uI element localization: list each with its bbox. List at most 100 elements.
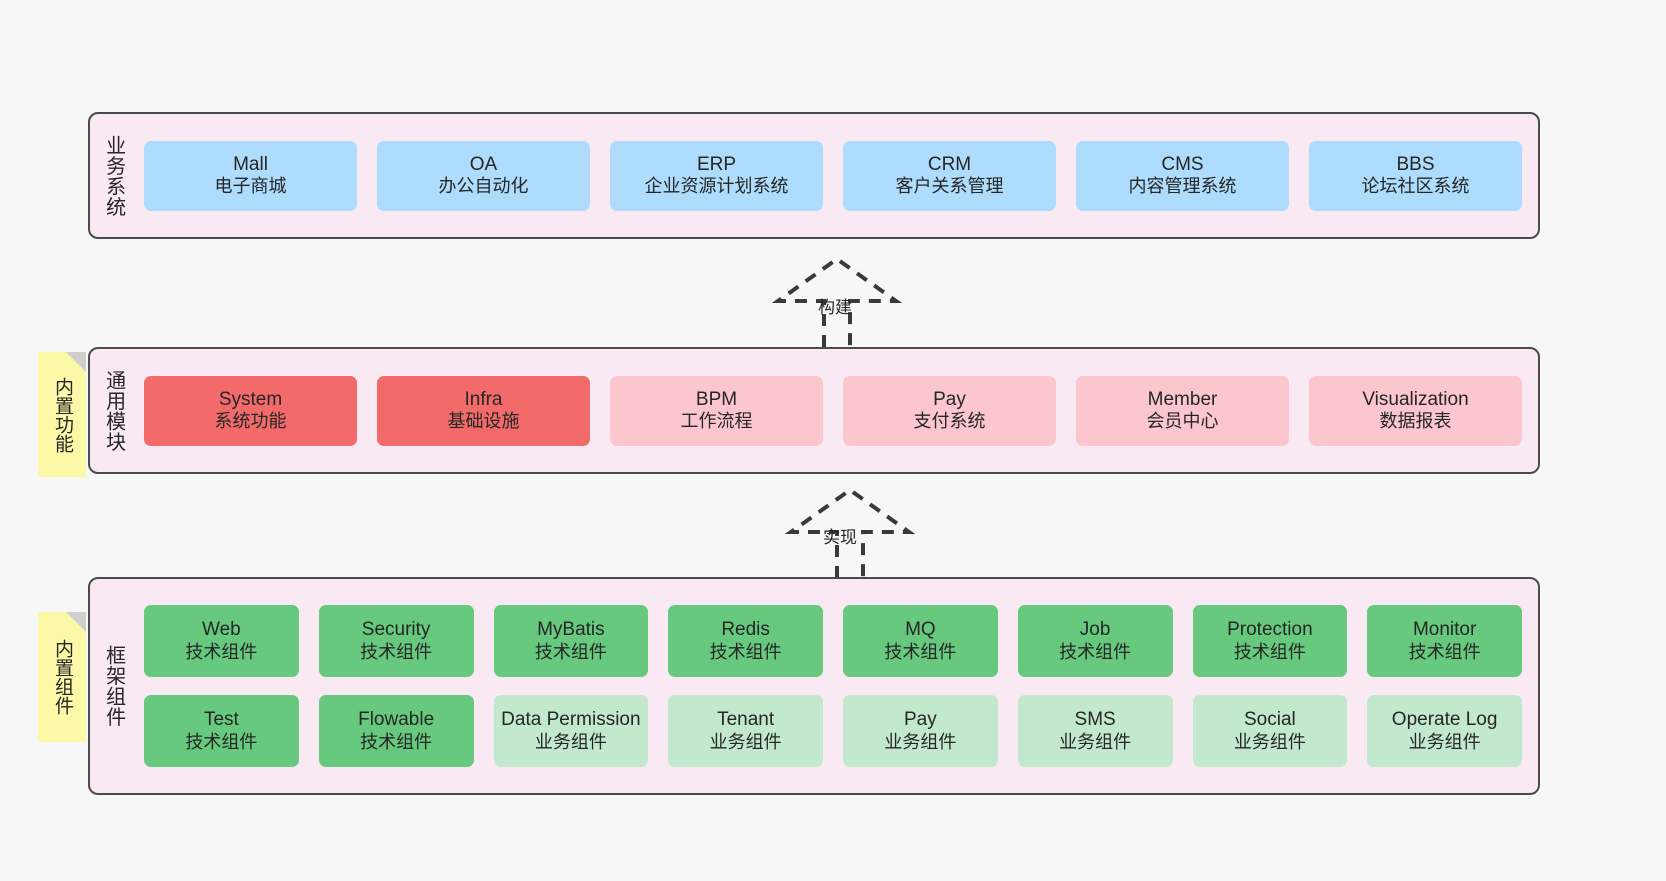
node-tenant-cn: 业务组件	[709, 731, 782, 752]
node-bbs-cn: 论坛社区系统	[1361, 176, 1470, 197]
sticky-fold-corner-icon	[66, 352, 86, 372]
node-pay-component-en: Pay	[904, 709, 937, 731]
node-bbs[interactable]: BBS 论坛社区系统	[1309, 140, 1522, 211]
sticky-note-builtin-features-label: 内置功能	[52, 376, 74, 453]
node-flowable-en: Flowable	[358, 709, 435, 731]
node-bbs-en: BBS	[1396, 153, 1435, 175]
node-mq[interactable]: MQ 技术组件	[843, 605, 998, 677]
common-node-row: System 系统功能 Infra 基础设施 BPM 工作流程 Pay 支付系统…	[144, 375, 1522, 446]
node-cms-cn: 内容管理系统	[1128, 176, 1237, 197]
node-erp-en: ERP	[696, 153, 737, 175]
node-member-en: Member	[1147, 388, 1218, 410]
node-mybatis-cn: 技术组件	[534, 641, 607, 662]
node-operate-log-cn: 业务组件	[1408, 731, 1481, 752]
node-monitor-en: Monitor	[1412, 619, 1477, 641]
node-visualization-en: Visualization	[1362, 388, 1469, 410]
node-tenant-en: Tenant	[717, 709, 775, 731]
node-erp[interactable]: ERP 企业资源计划系统	[610, 140, 823, 211]
arrow-build-label: 构建	[818, 298, 852, 317]
node-flowable[interactable]: Flowable 技术组件	[318, 695, 474, 767]
node-redis-cn: 技术组件	[709, 641, 782, 662]
node-web[interactable]: Web 技术组件	[144, 605, 299, 677]
node-crm[interactable]: CRM 客户关系管理	[843, 140, 1056, 211]
node-monitor-cn: 技术组件	[1408, 641, 1481, 662]
sticky-note-builtin-components: 内置组件	[38, 612, 86, 742]
node-member[interactable]: Member 会员中心	[1076, 375, 1289, 446]
layer-common-title: 通用模块	[102, 369, 125, 452]
node-job-en: Job	[1079, 619, 1111, 641]
node-social-en: Social	[1244, 709, 1296, 731]
node-job[interactable]: Job 技术组件	[1017, 605, 1173, 677]
node-tenant[interactable]: Tenant 业务组件	[668, 695, 823, 767]
node-operate-log-en: Operate Log	[1391, 709, 1498, 731]
node-mybatis[interactable]: MyBatis 技术组件	[493, 605, 649, 677]
node-mq-cn: 技术组件	[884, 641, 957, 662]
arrow-implement-icon	[775, 486, 925, 578]
layer-business-system: 业务系统 Mall 电子商城 OA 办公自动化 ERP 企业资源计划系统 CRM…	[88, 112, 1540, 239]
node-infra[interactable]: Infra 基础设施	[377, 375, 590, 446]
node-visualization[interactable]: Visualization 数据报表	[1309, 375, 1522, 446]
layer-business-body: Mall 电子商城 OA 办公自动化 ERP 企业资源计划系统 CRM 客户关系…	[136, 114, 1538, 237]
node-data-permission[interactable]: Data Permission 业务组件	[493, 695, 649, 767]
sticky-fold-corner-icon	[66, 612, 86, 632]
node-mq-en: MQ	[905, 619, 936, 641]
node-test[interactable]: Test 技术组件	[144, 695, 299, 767]
arrow-implement-label: 实现	[823, 528, 857, 547]
node-oa-cn: 办公自动化	[438, 176, 529, 197]
node-crm-en: CRM	[927, 153, 972, 175]
node-bpm-cn: 工作流程	[680, 411, 753, 432]
node-bpm[interactable]: BPM 工作流程	[610, 375, 823, 446]
node-pay-module-en: Pay	[933, 388, 966, 410]
node-oa[interactable]: OA 办公自动化	[377, 140, 590, 211]
node-infra-cn: 基础设施	[447, 411, 520, 432]
framework-node-row-business: Test 技术组件 Flowable 技术组件 Data Permission …	[144, 695, 1522, 767]
node-system-cn: 系统功能	[214, 411, 287, 432]
node-monitor[interactable]: Monitor 技术组件	[1367, 605, 1522, 677]
node-data-permission-en: Data Permission	[501, 709, 641, 731]
node-protection-cn: 技术组件	[1233, 641, 1306, 662]
node-flowable-cn: 技术组件	[360, 731, 433, 752]
node-social[interactable]: Social 业务组件	[1192, 695, 1348, 767]
node-pay-module[interactable]: Pay 支付系统	[843, 375, 1056, 446]
node-protection-en: Protection	[1227, 619, 1313, 641]
layer-common-modules: 通用模块 System 系统功能 Infra 基础设施 BPM 工作流程 Pay…	[88, 347, 1540, 474]
arrow-build-icon	[762, 255, 912, 347]
layer-framework-components: 框架组件 Web 技术组件 Security 技术组件 MyBatis 技术组件…	[88, 577, 1540, 795]
node-security[interactable]: Security 技术组件	[318, 605, 474, 677]
sticky-note-builtin-components-label: 内置组件	[52, 639, 74, 715]
node-system[interactable]: System 系统功能	[144, 375, 357, 446]
node-mall[interactable]: Mall 电子商城	[144, 140, 357, 211]
node-mybatis-en: MyBatis	[537, 619, 605, 641]
node-oa-en: OA	[469, 153, 498, 175]
business-node-row: Mall 电子商城 OA 办公自动化 ERP 企业资源计划系统 CRM 客户关系…	[144, 140, 1522, 211]
node-mall-en: Mall	[233, 153, 268, 175]
node-visualization-cn: 数据报表	[1379, 411, 1452, 432]
node-redis-en: Redis	[721, 619, 770, 641]
node-sms-en: SMS	[1074, 709, 1116, 731]
node-cms-en: CMS	[1161, 153, 1204, 175]
node-system-en: System	[218, 388, 283, 410]
node-test-en: Test	[203, 709, 239, 731]
node-test-cn: 技术组件	[185, 731, 258, 752]
node-protection[interactable]: Protection 技术组件	[1192, 605, 1348, 677]
node-job-cn: 技术组件	[1059, 641, 1132, 662]
node-operate-log[interactable]: Operate Log 业务组件	[1367, 695, 1522, 767]
node-social-cn: 业务组件	[1233, 731, 1306, 752]
node-redis[interactable]: Redis 技术组件	[668, 605, 823, 677]
node-crm-cn: 客户关系管理	[895, 176, 1004, 197]
node-member-cn: 会员中心	[1146, 411, 1219, 432]
node-bpm-en: BPM	[695, 388, 738, 410]
node-mall-cn: 电子商城	[214, 176, 287, 197]
node-sms[interactable]: SMS 业务组件	[1017, 695, 1173, 767]
node-web-cn: 技术组件	[185, 641, 258, 662]
node-infra-en: Infra	[464, 388, 503, 410]
node-erp-cn: 企业资源计划系统	[644, 176, 789, 197]
node-pay-component[interactable]: Pay 业务组件	[843, 695, 998, 767]
node-cms[interactable]: CMS 内容管理系统	[1076, 140, 1289, 211]
layer-framework-body: Web 技术组件 Security 技术组件 MyBatis 技术组件 Redi…	[136, 579, 1538, 793]
node-sms-cn: 业务组件	[1059, 731, 1132, 752]
node-pay-module-cn: 支付系统	[913, 411, 986, 432]
node-data-permission-cn: 业务组件	[534, 731, 607, 752]
layer-framework-title: 框架组件	[102, 645, 125, 727]
